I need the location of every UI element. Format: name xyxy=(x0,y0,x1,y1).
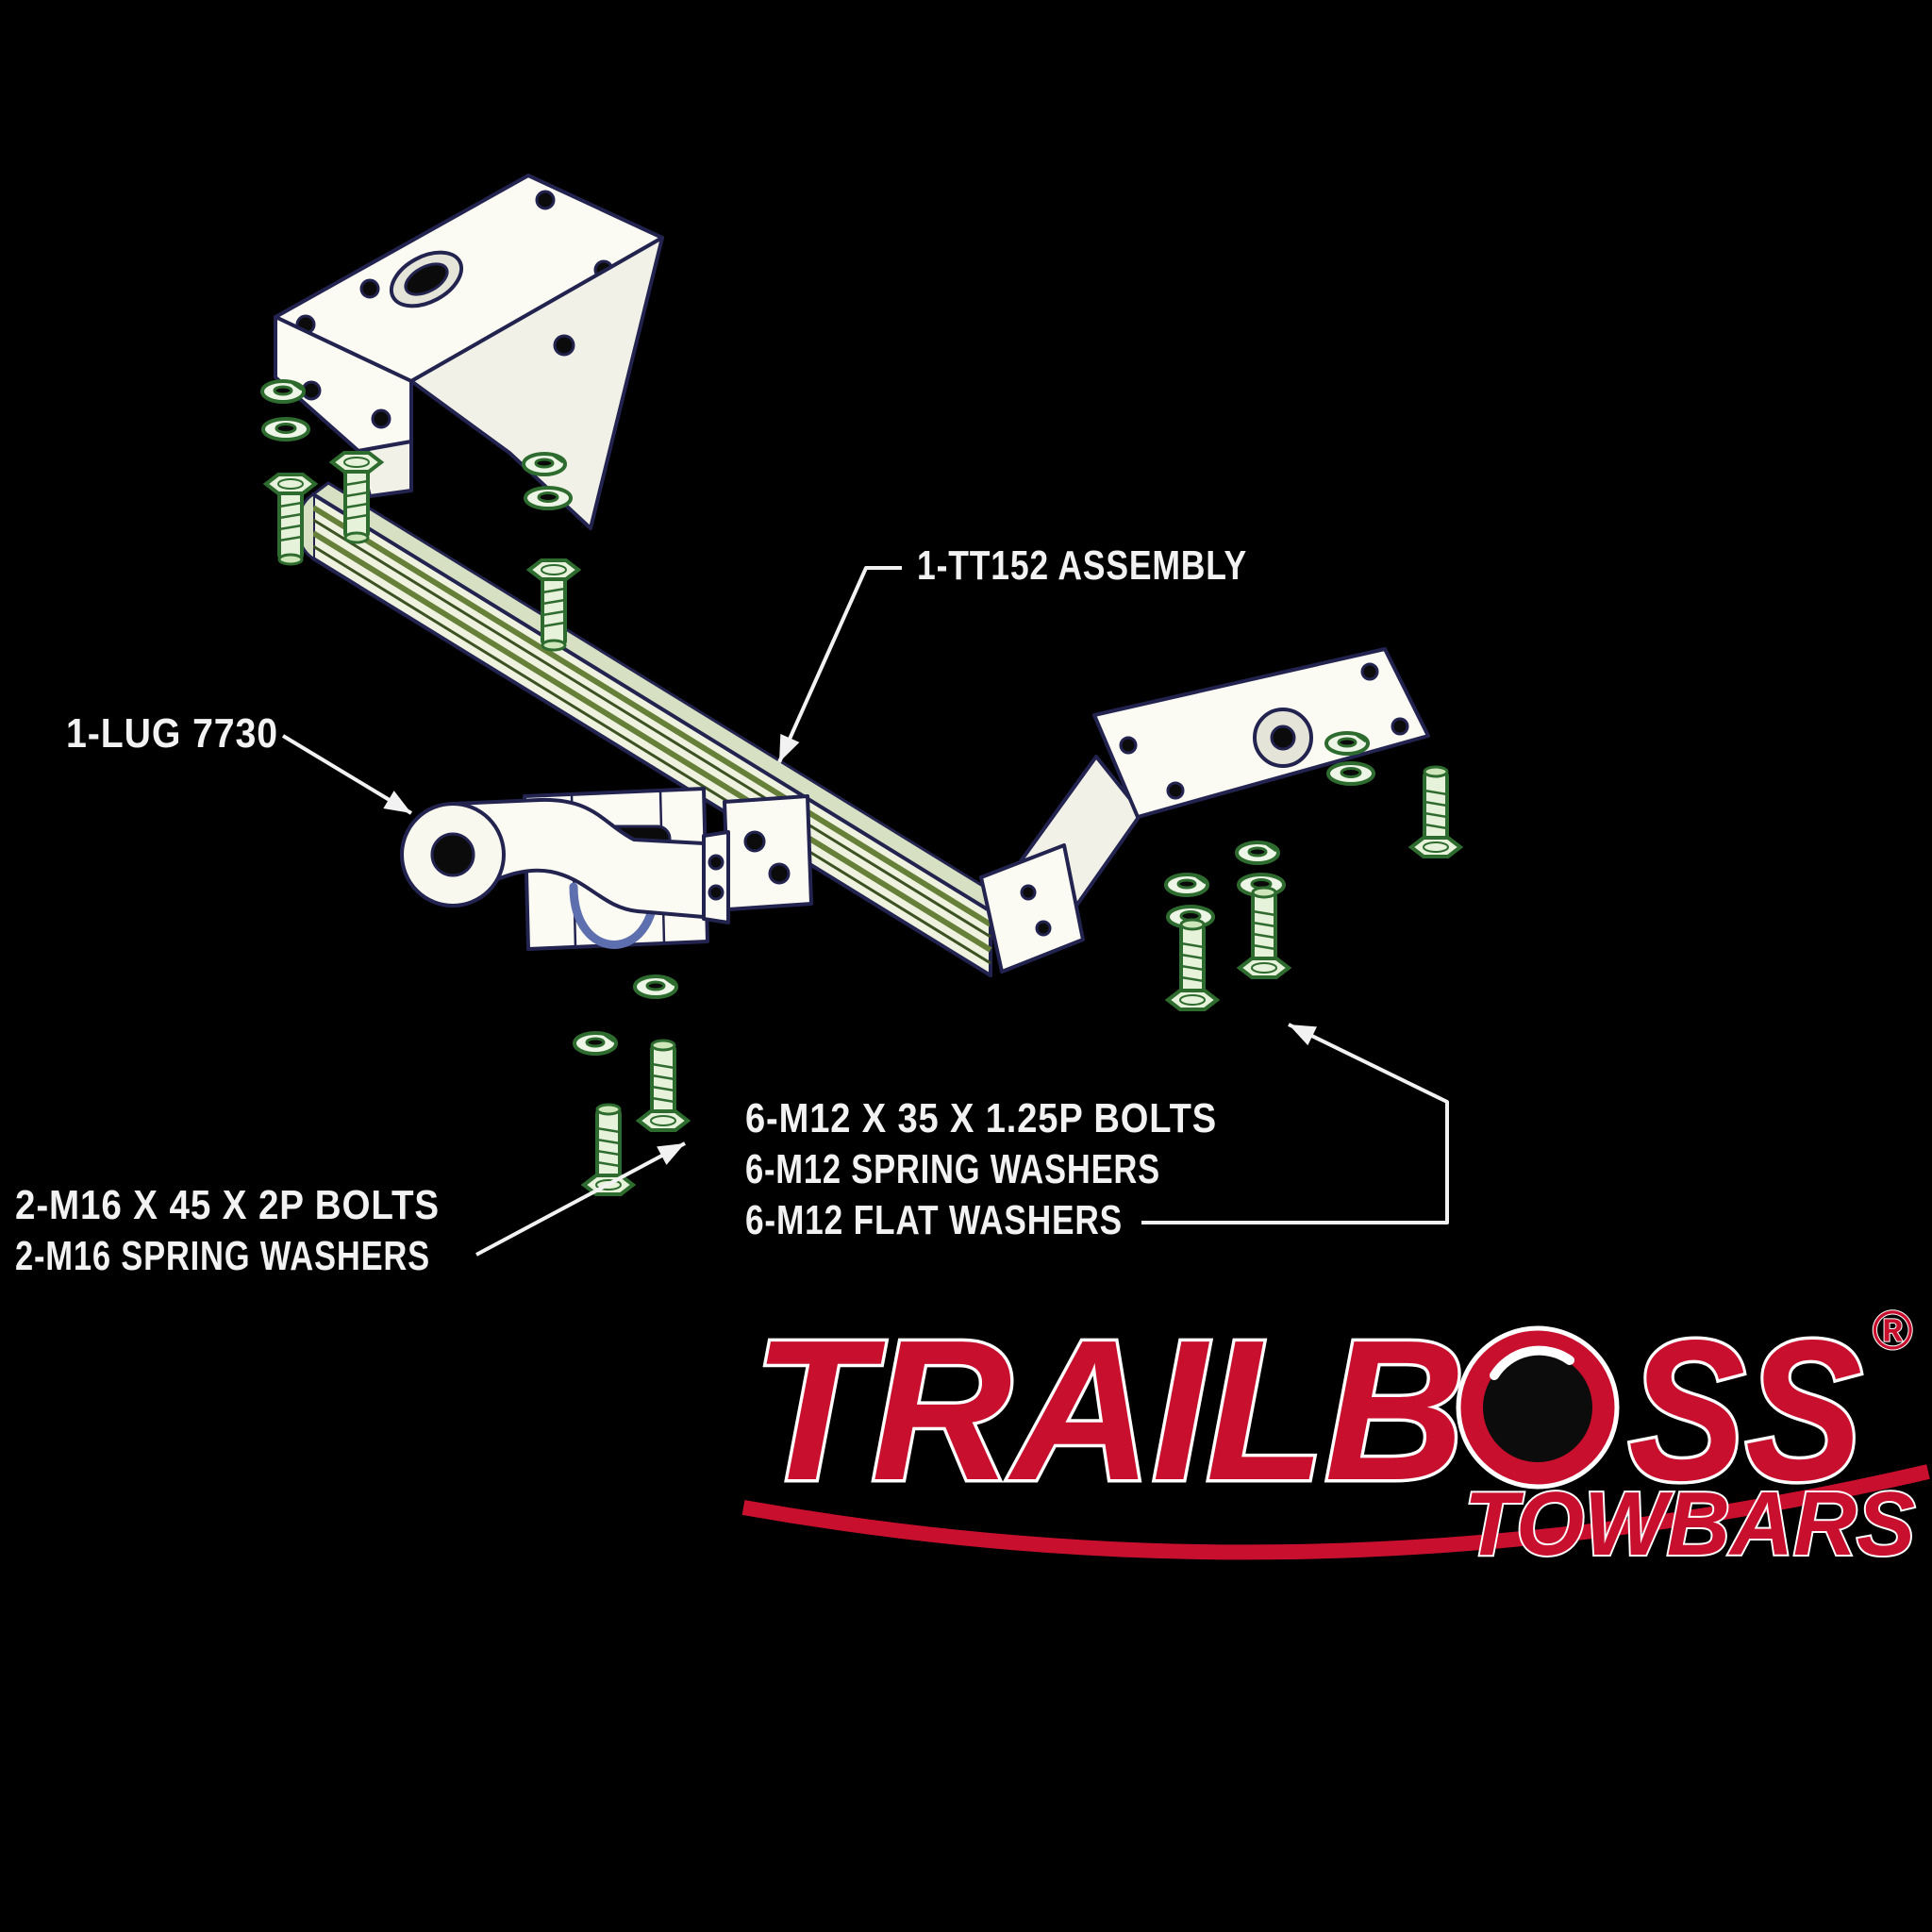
m12-bolt xyxy=(1238,886,1291,979)
callout-leaders xyxy=(281,566,1449,1257)
flat-washer xyxy=(524,486,573,510)
towball-icon xyxy=(1456,1325,1620,1490)
m16-bolt xyxy=(582,1103,635,1196)
spring-washer xyxy=(522,452,567,476)
callout-m16-bolts: 2-M16 X 45 X 2P BOLTS xyxy=(15,1182,440,1228)
callout-assembly: 1-TT152 ASSEMBLY xyxy=(917,542,1247,589)
brand-logo: TRAILB SS ® TOWBARS xyxy=(741,1295,1930,1576)
m16-bolt xyxy=(637,1039,690,1132)
beam-right-arm xyxy=(979,755,1143,974)
fastener-group-lug xyxy=(573,974,690,1196)
callout-m12-bolts: 6-M12 X 35 X 1.25P BOLTS xyxy=(745,1095,1217,1141)
flat-washer xyxy=(261,417,310,441)
registered-mark: ® xyxy=(1872,1300,1912,1361)
mount-bracket-left xyxy=(274,174,664,530)
spring-washer xyxy=(573,1031,618,1056)
m12-bolt xyxy=(1166,918,1219,1011)
callout-m12-spring-washers: 6-M12 SPRING WASHERS xyxy=(745,1146,1160,1192)
spring-washer xyxy=(1164,873,1209,897)
tow-lug xyxy=(400,797,730,924)
callout-labels: 1-TT152 ASSEMBLY 1-LUG 7730 2-M16 X 45 X… xyxy=(14,541,1247,1280)
spring-washer xyxy=(1324,731,1370,756)
spring-washer xyxy=(260,379,306,404)
brand-text-left: TRAILB xyxy=(753,1298,1465,1522)
spring-washer xyxy=(1235,841,1280,865)
brand-swoosh xyxy=(741,1464,1930,1560)
spring-washer xyxy=(633,974,678,999)
brand-tagline: TOWBARS xyxy=(1464,1474,1915,1574)
mount-plate-right xyxy=(1092,647,1430,819)
crossbar-beam xyxy=(296,481,1008,977)
callout-m16-spring-washers: 2-M16 SPRING WASHERS xyxy=(15,1233,430,1279)
callout-m12-flat-washers: 6-M12 FLAT WASHERS xyxy=(745,1197,1123,1243)
callout-lug: 1-LUG 7730 xyxy=(66,710,278,757)
brand-text-right: SS xyxy=(1628,1298,1862,1522)
m12-bolt xyxy=(1409,765,1462,858)
flat-washer xyxy=(1326,761,1375,786)
